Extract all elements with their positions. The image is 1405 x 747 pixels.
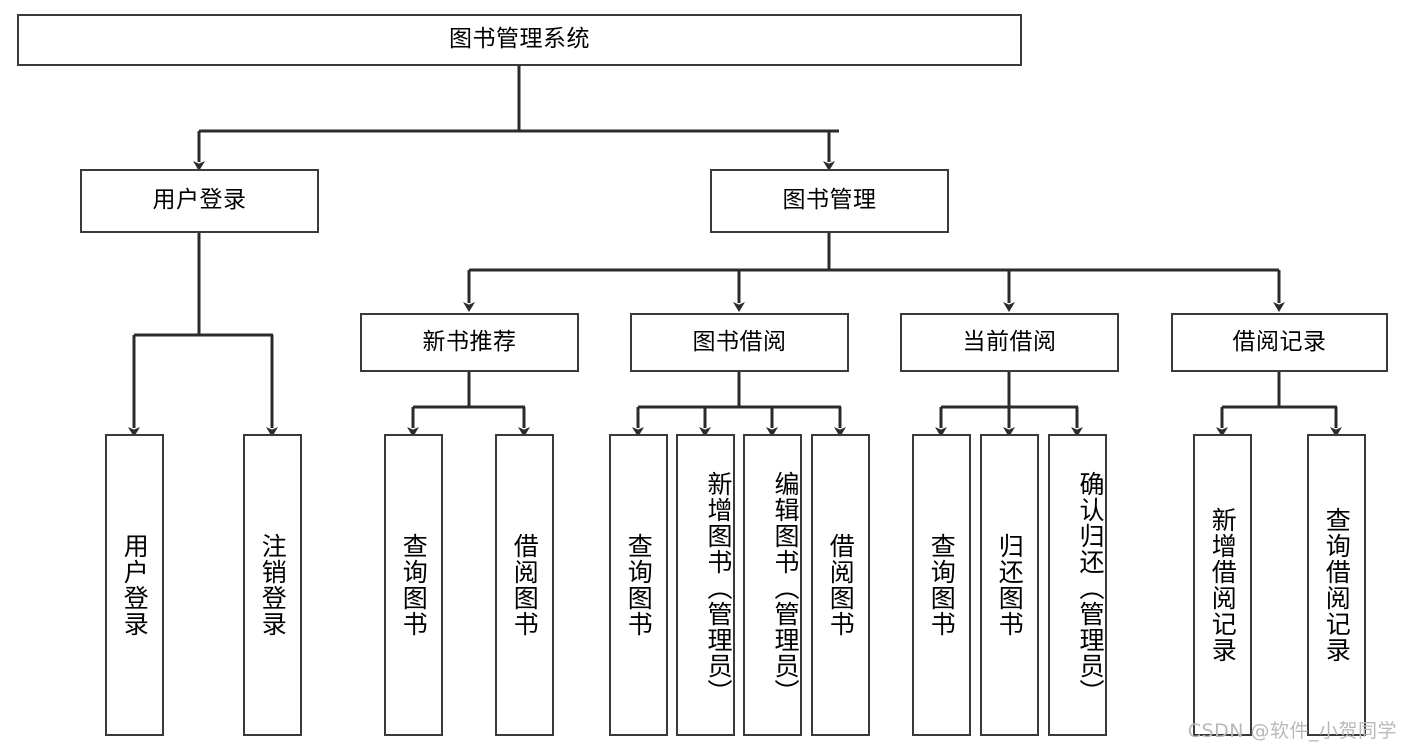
node-leaf-return-book[interactable]: 归还图书 (980, 434, 1039, 736)
node-leaf-confirm-return[interactable]: 确认归还（管理员） (1048, 434, 1107, 736)
node-leaf-query-book-1-label: 查询图书 (399, 533, 429, 637)
node-root-label: 图书管理系统 (449, 26, 590, 53)
node-leaf-add-record-label: 新增借阅记录 (1208, 507, 1238, 663)
node-current-borrow-label: 当前借阅 (962, 328, 1057, 355)
node-current-borrow[interactable]: 当前借阅 (900, 313, 1119, 372)
node-new-book-recommend[interactable]: 新书推荐 (360, 313, 579, 372)
node-book-manage-label: 图书管理 (782, 187, 877, 214)
node-leaf-borrow-book-1[interactable]: 借阅图书 (495, 434, 554, 736)
node-leaf-query-book-1[interactable]: 查询图书 (384, 434, 443, 736)
node-leaf-logout-login-label: 注销登录 (258, 533, 288, 637)
node-leaf-logout-login[interactable]: 注销登录 (243, 434, 302, 736)
node-book-manage[interactable]: 图书管理 (710, 169, 949, 233)
node-leaf-add-book[interactable]: 新增图书（管理员） (676, 434, 735, 736)
node-leaf-confirm-return-label: 确认归还（管理员） (1076, 471, 1105, 705)
node-leaf-borrow-book-2[interactable]: 借阅图书 (811, 434, 870, 736)
node-book-borrow[interactable]: 图书借阅 (630, 313, 849, 372)
node-leaf-add-record[interactable]: 新增借阅记录 (1193, 434, 1252, 736)
node-user-login-label: 用户登录 (152, 187, 247, 214)
watermark-text: CSDN @软件_小贺同学 (1187, 720, 1397, 742)
node-user-login[interactable]: 用户登录 (80, 169, 319, 233)
node-leaf-edit-book-label: 编辑图书（管理员） (771, 471, 800, 705)
node-borrow-record[interactable]: 借阅记录 (1171, 313, 1388, 372)
node-leaf-query-book-2-label: 查询图书 (624, 533, 654, 637)
node-leaf-edit-book[interactable]: 编辑图书（管理员） (743, 434, 802, 736)
node-leaf-query-book-3-label: 查询图书 (927, 533, 957, 637)
node-leaf-query-book-2[interactable]: 查询图书 (609, 434, 668, 736)
node-leaf-add-book-label: 新增图书（管理员） (704, 471, 733, 705)
node-root[interactable]: 图书管理系统 (17, 14, 1022, 66)
node-leaf-borrow-book-1-label: 借阅图书 (510, 533, 540, 637)
node-new-book-recommend-label: 新书推荐 (422, 328, 517, 355)
node-borrow-record-label: 借阅记录 (1232, 328, 1327, 355)
node-leaf-query-record[interactable]: 查询借阅记录 (1307, 434, 1366, 736)
node-leaf-query-record-label: 查询借阅记录 (1322, 507, 1352, 663)
node-leaf-return-book-label: 归还图书 (995, 533, 1025, 637)
node-leaf-user-login[interactable]: 用户登录 (105, 434, 164, 736)
node-leaf-borrow-book-2-label: 借阅图书 (826, 533, 856, 637)
node-leaf-user-login-label: 用户登录 (120, 533, 150, 637)
node-leaf-query-book-3[interactable]: 查询图书 (912, 434, 971, 736)
node-book-borrow-label: 图书借阅 (692, 328, 787, 355)
